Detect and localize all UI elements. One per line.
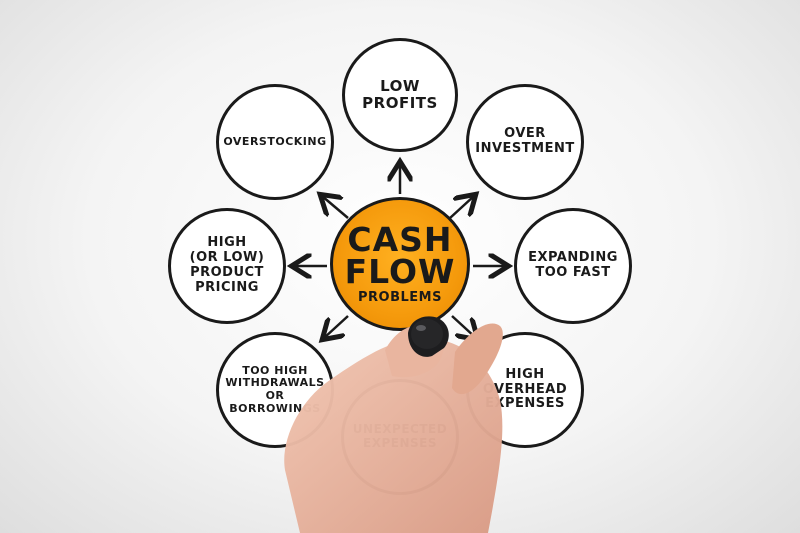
node-label: HIGH OVERHEAD EXPENSES [482,366,568,412]
arrow-up-left [322,196,349,219]
node-label: UNEXPECTED EXPENSES [352,422,448,450]
node-high-overhead-expenses: HIGH OVERHEAD EXPENSES [466,332,584,448]
node-too-high-withdrawals: TOO HIGH WITHDRAWALS OR BORROWINGS [216,332,334,448]
node-expanding-too-fast: EXPANDING TOO FAST [514,208,632,324]
node-unexpected-expenses: UNEXPECTED EXPENSES [341,379,459,495]
node-label: OVERSTOCKING [223,134,327,148]
center-title: CASH FLOW [344,219,456,291]
node-over-investment: OVER INVESTMENT [466,84,584,200]
arrow-down-left [324,315,349,338]
center-subtitle: PROBLEMS [358,289,442,305]
node-label: EXPANDING TOO FAST [528,250,618,280]
arrow-up-right [449,196,474,219]
node-label: LOW PROFITS [362,76,438,112]
node-label: HIGH (OR LOW) PRODUCT PRICING [189,235,265,295]
node-label: OVER INVESTMENT [475,126,575,156]
node-label: TOO HIGH WITHDRAWALS OR BORROWINGS [225,363,325,415]
node-low-profits: LOW PROFITS [342,38,458,152]
node-overstocking: OVERSTOCKING [216,84,334,200]
node-high-or-low-product-pricing: HIGH (OR LOW) PRODUCT PRICING [168,208,286,324]
center-node-cash-flow-problems: CASH FLOW PROBLEMS [330,197,470,331]
arrow-down-right [451,315,476,338]
